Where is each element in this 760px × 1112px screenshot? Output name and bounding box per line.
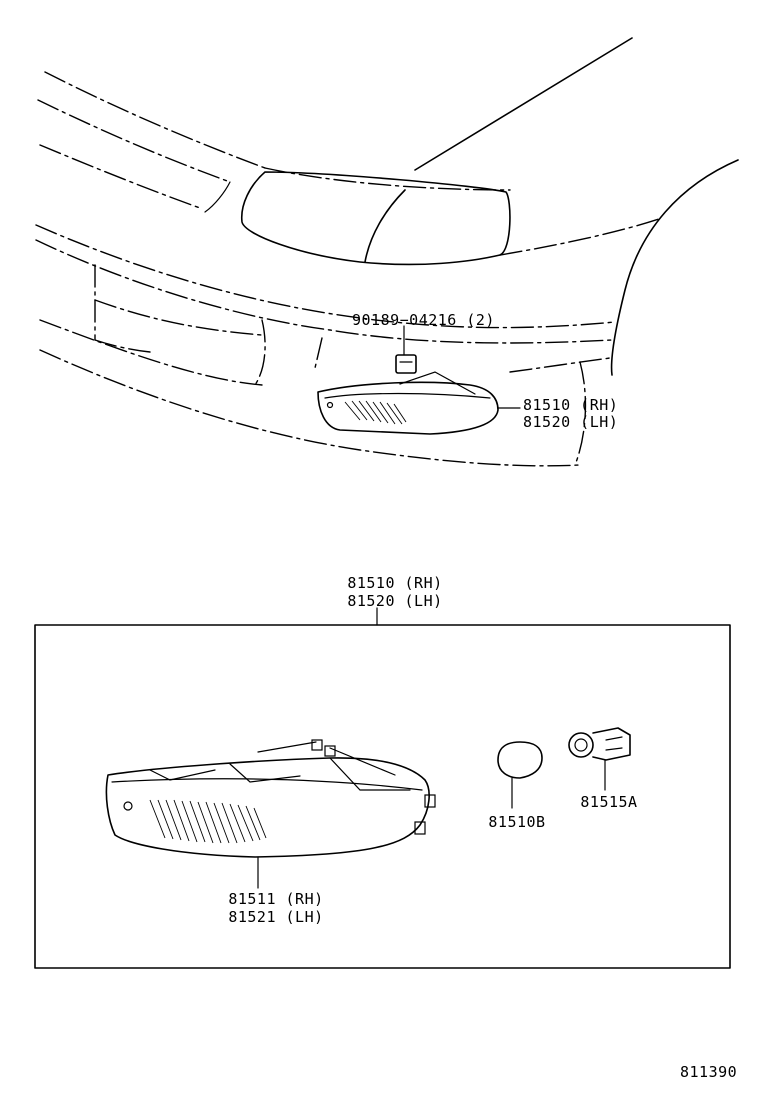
socket-part bbox=[568, 727, 631, 791]
callout-clip-part: 90189−04216 (2) bbox=[352, 311, 495, 329]
callout-box-title-rh: 81510 (RH) bbox=[347, 574, 443, 592]
callout-box-title-lh: 81520 (LH) bbox=[347, 592, 443, 610]
vehicle-front-outline bbox=[35, 37, 739, 467]
callout-lens-lh: 81521 (LH) bbox=[228, 908, 324, 926]
figure-id: 811390 bbox=[680, 1063, 738, 1081]
bulb-part bbox=[497, 741, 543, 809]
parts-box bbox=[34, 607, 731, 969]
clip-part bbox=[395, 325, 417, 374]
turn-lamp-installed bbox=[317, 371, 521, 435]
callout-bulb: 81510B bbox=[488, 813, 546, 831]
callout-lamp-assy-rh: 81510 (RH) bbox=[523, 396, 619, 414]
callout-lamp-assy-lh: 81520 (LH) bbox=[523, 413, 619, 431]
callout-lens-rh: 81511 (RH) bbox=[228, 890, 324, 908]
callout-socket: 81515A bbox=[580, 793, 638, 811]
turn-lamp-lens-large bbox=[105, 739, 436, 889]
